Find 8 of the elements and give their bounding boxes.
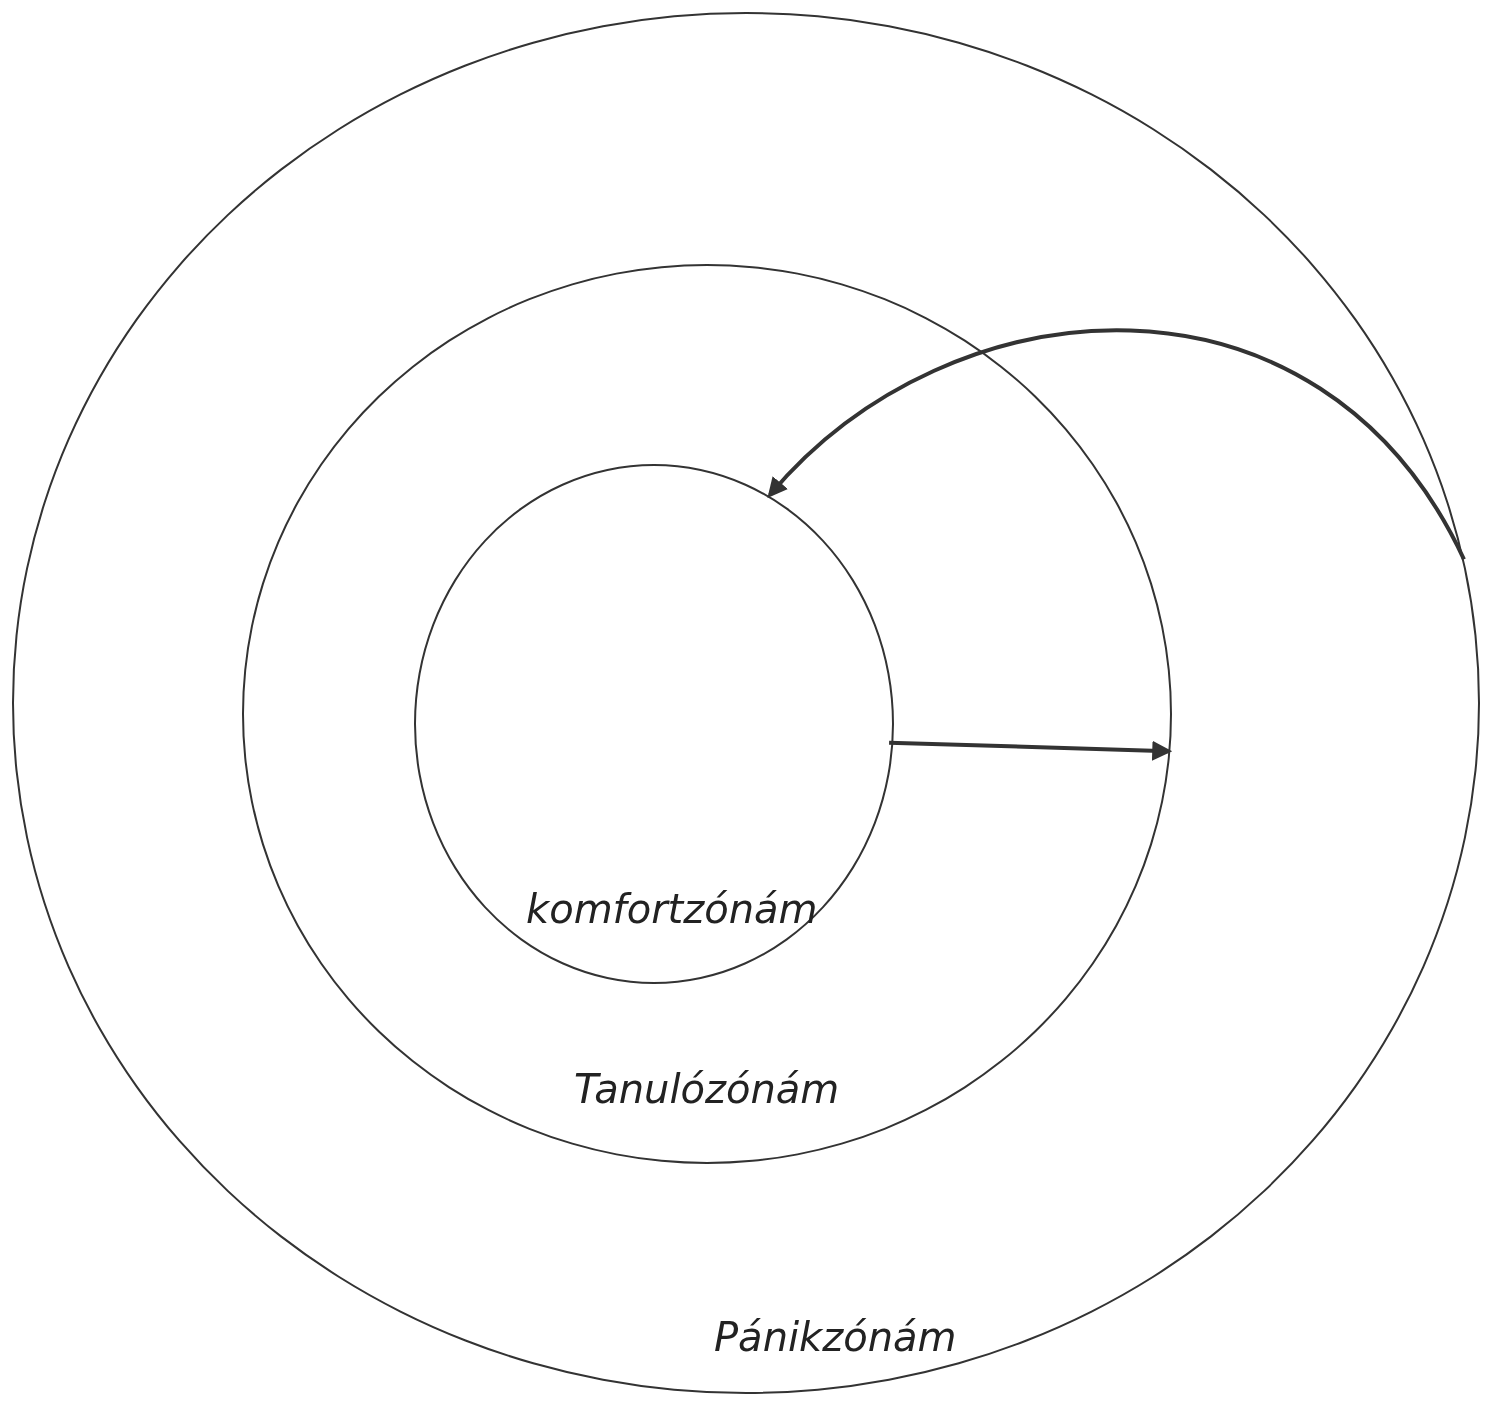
arrow [767,328,1466,561]
zone-label: komfortzónám [526,886,818,932]
zone-label: Pánikzónám [714,1314,957,1360]
zone-circle [414,464,894,984]
zone-circle [12,12,1480,1394]
zone-circle [242,264,1172,1164]
arrow [889,740,1173,761]
zone-label: Tanulózónám [574,1066,840,1112]
